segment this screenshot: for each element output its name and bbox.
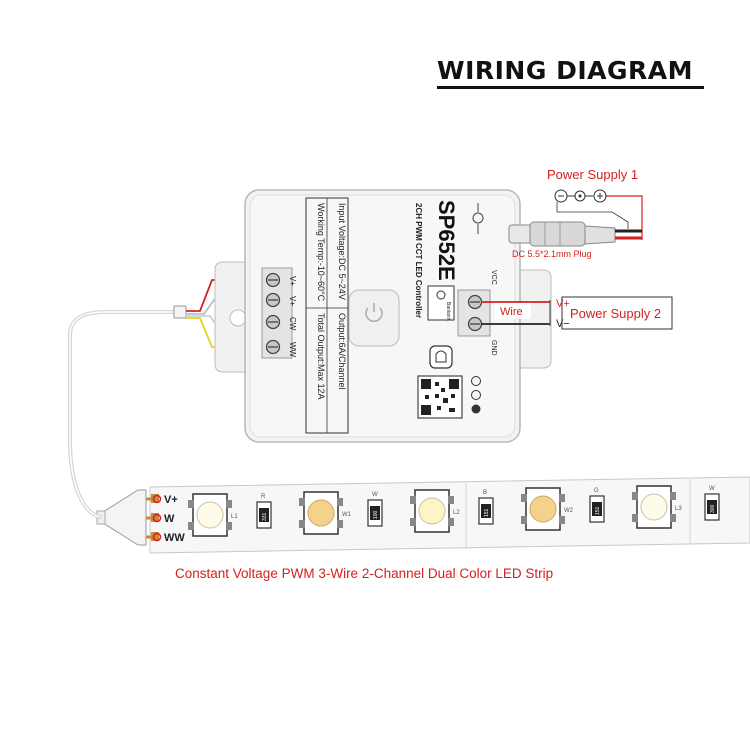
led-chip [410,489,454,533]
led-label: W2 [564,508,574,514]
resistor-value: 331 [262,512,268,521]
spec-working-temp: Working Temp:-10~60°C [316,203,326,302]
spec-input-voltage: Input Voltage:DC 5~24V [337,203,347,300]
terminal-label-gnd: GND [490,340,497,356]
terminal-screw [265,339,281,355]
strip-wire-labels: V+ W WW [152,494,185,544]
led-label: W1 [342,512,352,518]
led-chip [299,491,343,535]
badge-text: BanlanX [445,302,451,322]
led-chip [632,485,676,529]
resistor [704,493,720,521]
terminal-screw [467,294,483,310]
power-icon [365,303,383,323]
spec-output: Output:6A/Channel [337,313,347,390]
resistor-label: G [594,488,599,494]
led-label: L1 [231,514,238,520]
qr-code [417,375,463,419]
resistor [256,501,272,529]
terminal-label-vcc: VCC [490,270,497,285]
strip-cable [68,310,177,519]
terminal-label-ww: WW [288,342,297,358]
dc-jack-symbol [472,203,484,234]
led-strip: 331 100 151 151 300 R W B G W L1 W1 L2 W… [149,476,750,554]
terminal-label-vplus: V+ [288,296,297,306]
strip-connector [96,489,151,546]
terminal-label-cw: CW [288,317,297,331]
certification-icons [471,376,481,414]
wire-label-box [495,303,531,319]
power-supply-2-neg: V− [556,318,570,330]
strip-wire-label-ww: WW [164,532,185,544]
resistor-label: B [483,490,487,496]
resistor-value: 100 [373,510,379,519]
power-supply-1: Power Supply 1 DC 5.5*2.1mm Plug [508,167,643,259]
dc-plug-label: DC 5.5*2.1mm Plug [512,249,592,259]
power-supply-2: Wire V+ V− Power Supply 2 [481,296,673,330]
resistor [367,499,383,527]
controller-subtitle: 2CH PWM CCT LED Controller [414,203,423,318]
resistor [478,497,494,525]
resistor-label: W [709,486,715,492]
led-chip [521,487,565,531]
brand-badge: BanlanX [427,285,455,322]
strip-wire-label-vplus: V+ [164,494,178,506]
resistor-value: 151 [484,508,490,517]
strip-caption: Constant Voltage PWM 3-Wire 2-Channel Du… [175,566,553,581]
page-title: WIRING DIAGRAM [437,56,693,85]
terminal-screw [265,272,281,288]
led-label: L3 [675,506,682,512]
power-supply-2-box [561,296,673,330]
power-supply-2-pos: V+ [556,298,570,310]
cable-sleeve [173,305,187,319]
strip-wire-label-w: W [164,513,175,525]
terminal-screw [467,316,483,332]
title-underline [437,86,704,89]
resistor-label: W [372,492,378,498]
resistor-label: R [261,494,266,500]
strip-pad-w [151,513,159,522]
power-button[interactable] [348,289,400,347]
power-supply-2-label: Power Supply 2 [570,306,661,321]
resistor [589,495,605,523]
terminal-label-vplus: V+ [288,276,297,286]
strip-pad-vplus [151,494,159,503]
controller-box: Input Voltage:DC 5~24V Working Temp:-10~… [214,189,552,443]
dc-plug [529,221,586,247]
power-supply-1-label: Power Supply 1 [547,167,638,182]
terminal-screw [265,292,281,308]
spec-total-output: Total Output:Max 12A [316,313,326,400]
strip-pad-ww [151,532,159,541]
resistor-value: 151 [595,506,601,515]
led-chip [188,493,232,537]
terminal-screw [265,314,281,330]
led-label: L2 [453,510,460,516]
controller-model: SP652E [434,200,459,281]
app-icon [429,345,453,369]
resistor-value: 300 [710,504,716,513]
wire-label: Wire [500,306,523,318]
